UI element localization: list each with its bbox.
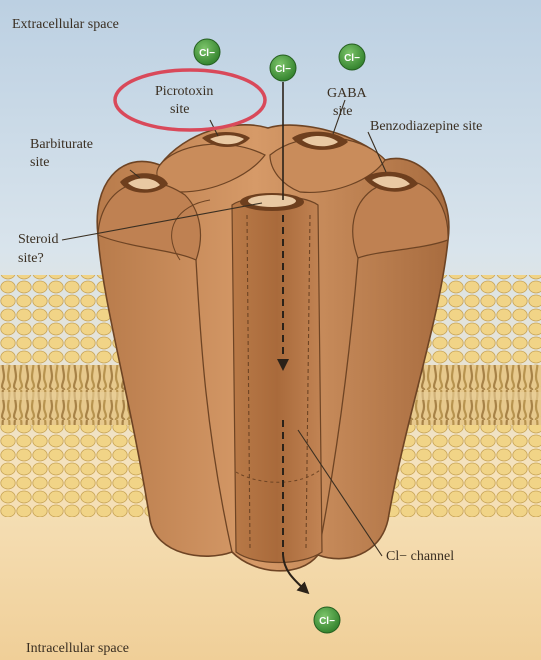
svg-text:Cl−: Cl−: [275, 64, 291, 75]
barbiturate-label-line2: site: [30, 155, 49, 170]
benzodiazepine-label: Benzodiazepine site: [370, 119, 482, 134]
picrotoxin-label-line2: site: [170, 102, 189, 117]
chloride-ion-1: Cl−: [194, 39, 220, 65]
svg-text:Cl−: Cl−: [319, 616, 335, 627]
svg-text:Cl−: Cl−: [344, 53, 360, 64]
channel-label: Cl− channel: [386, 549, 454, 564]
steroid-label-line2: site?: [18, 251, 44, 266]
gaba-label-line1: GABA: [327, 86, 368, 101]
steroid-pocket: [240, 193, 304, 211]
steroid-label-line1: Steroid: [18, 232, 58, 247]
chloride-ion-4: Cl−: [314, 607, 340, 633]
intracellular-label: Intracellular space: [26, 641, 129, 656]
picrotoxin-label-line1: Picrotoxin: [155, 84, 213, 99]
extracellular-label: Extracellular space: [12, 17, 119, 32]
chloride-ion-3: Cl−: [270, 55, 296, 81]
svg-text:Cl−: Cl−: [199, 48, 215, 59]
gaba-label-line2: site: [333, 104, 352, 119]
barbiturate-label-line1: Barbiturate: [30, 137, 93, 152]
chloride-ion-2: Cl−: [339, 44, 365, 70]
